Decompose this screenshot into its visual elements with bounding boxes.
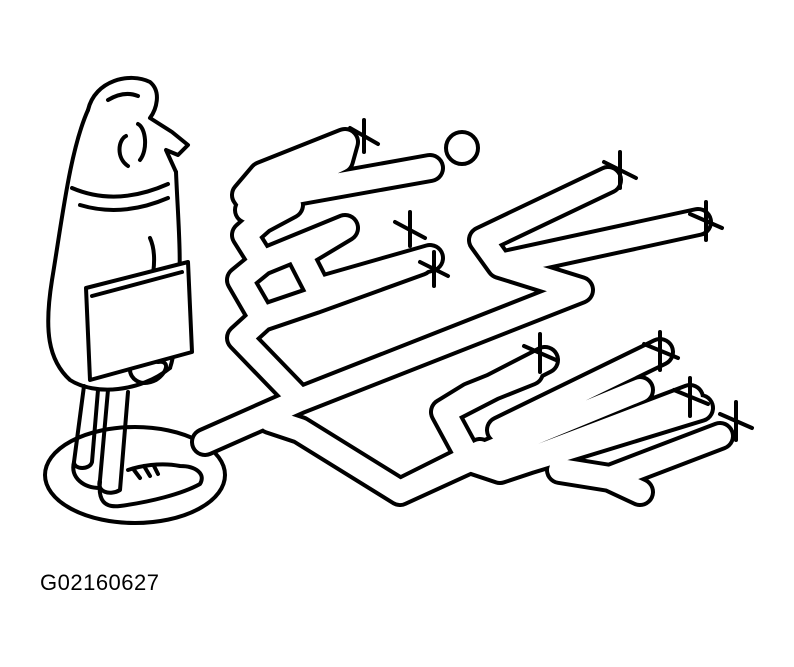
x-mark-icon: [672, 376, 710, 418]
dead-end-x-marks: [348, 118, 754, 442]
x-mark-icon: [522, 332, 558, 374]
x-mark-icon: [718, 400, 754, 442]
x-mark-icon: [348, 118, 380, 154]
maze-paths: [190, 127, 735, 507]
x-mark-icon: [642, 330, 680, 372]
standing-spot-circle: [43, 425, 227, 525]
x-mark-icon: [688, 200, 724, 242]
x-mark-icon: [602, 150, 638, 190]
start-circle-marker: [444, 130, 480, 166]
book-icon: [84, 260, 194, 382]
x-mark-icon: [418, 250, 450, 288]
x-mark-icon: [393, 210, 427, 248]
figure-code: G02160627: [40, 570, 160, 595]
